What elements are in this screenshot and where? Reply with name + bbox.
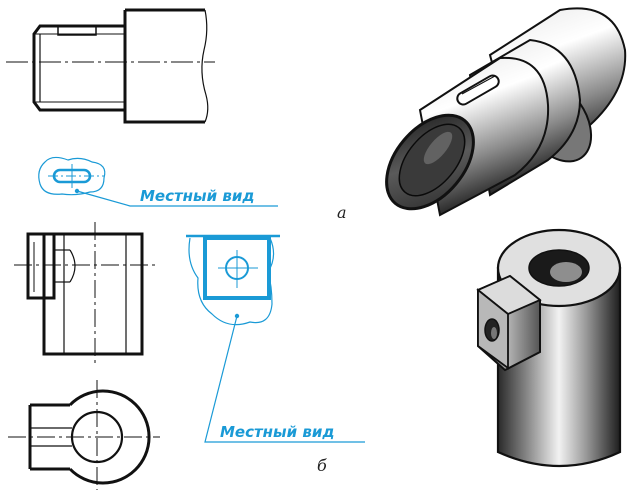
local-view-label-a: Местный вид	[140, 187, 254, 205]
local-view-label-b: Местный вид	[220, 423, 334, 441]
local-view-b: Местный вид	[186, 234, 365, 443]
figure-label-b: б	[317, 456, 327, 475]
shaft-front-view	[6, 8, 215, 124]
bushing-top-view	[8, 380, 160, 490]
shaft-render	[385, 7, 627, 217]
local-view-a: Местный вид	[38, 156, 278, 207]
bushing-render	[476, 228, 622, 468]
figure-label-a: а	[337, 203, 347, 222]
bushing-front-view	[14, 222, 155, 365]
